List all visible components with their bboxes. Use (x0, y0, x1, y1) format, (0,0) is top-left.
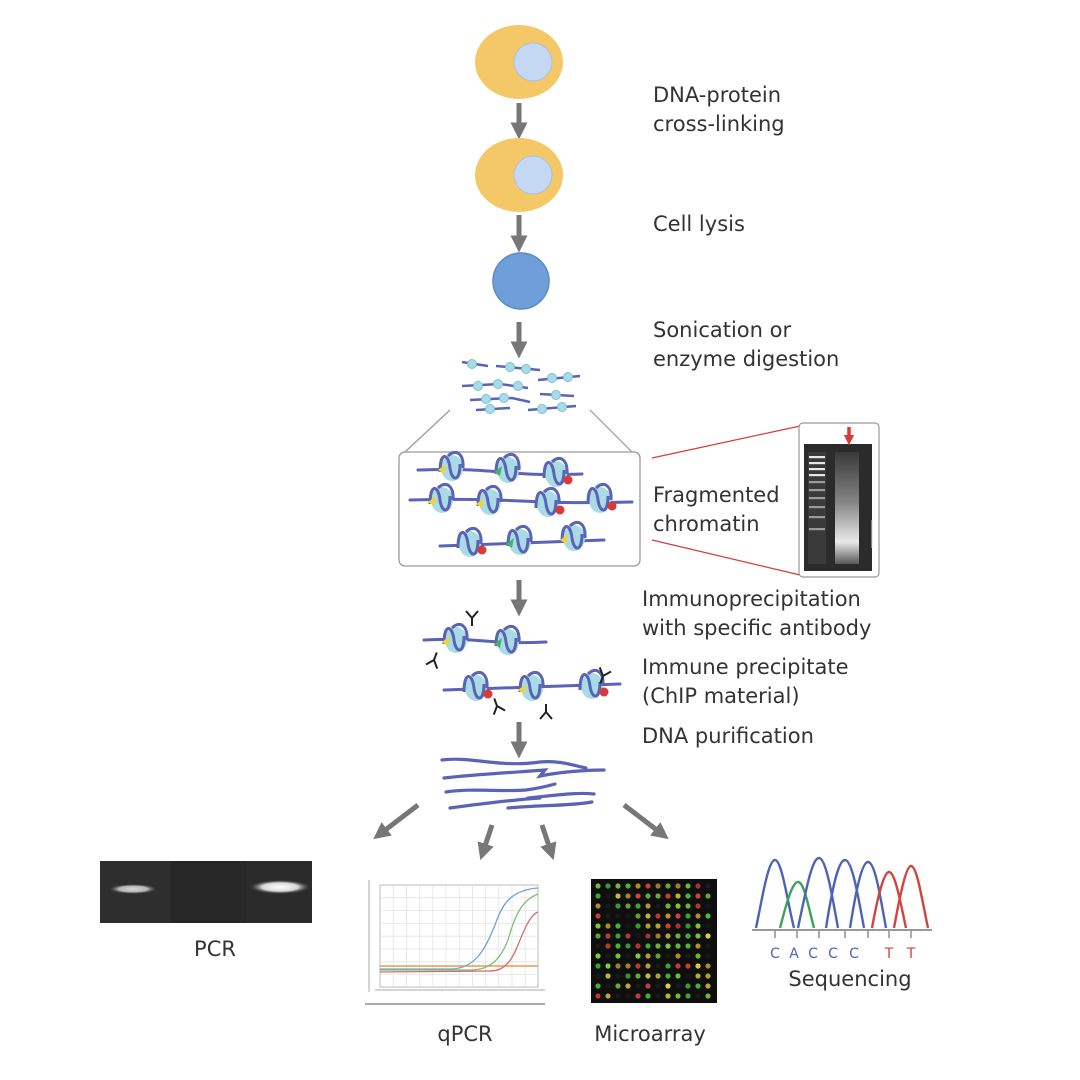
gel-pointer-line-bottom (651, 539, 801, 576)
antibody-icon (425, 652, 439, 669)
sequence-base: T (884, 946, 894, 962)
caption-qpcr: qPCR (437, 1022, 493, 1046)
antibody-icon (598, 667, 612, 684)
antibody-icon (465, 610, 479, 626)
nucleosome-icon (518, 671, 545, 701)
sequence-base: C (828, 946, 838, 962)
nucleosome-icon (506, 525, 533, 555)
pcr-gel-image (100, 861, 312, 923)
chromatin-nucleosomes (408, 451, 634, 557)
step-label-purification: DNA purification (642, 722, 814, 751)
zoom-line-right (589, 409, 633, 453)
nucleosome-icon (534, 487, 565, 517)
intact-cell-icon (475, 25, 563, 99)
arrow-to-qpcr (477, 824, 495, 861)
step-label-line: enzyme digestion (653, 347, 840, 371)
step-label-line: (ChIP material) (642, 684, 800, 708)
nucleosome-icon (586, 483, 617, 513)
arrow-to-pcr (373, 803, 420, 840)
step-label-line: Sonication or (653, 318, 792, 342)
sequence-base: T (906, 946, 916, 962)
caption-pcr: PCR (194, 937, 236, 961)
step-label-line: Fragmented (653, 483, 780, 507)
zoom-line-left (404, 409, 451, 453)
nucleosome-icon (476, 485, 503, 515)
qpcr-amplification-plot (365, 880, 545, 1005)
step-label-immune-precipitate: Immune precipitate (ChIP material) (642, 653, 849, 711)
step-label-crosslinking: DNA-protein cross-linking (653, 81, 785, 139)
agarose-gel-image (798, 422, 880, 578)
step-label-line: chromatin (653, 512, 760, 536)
sequence-base: C (770, 946, 780, 962)
nucleosome-icon (578, 669, 609, 699)
crosslinked-cell-icon (475, 138, 563, 212)
step-label-line: Immunoprecipitation (642, 587, 861, 611)
nucleosome-icon (442, 623, 469, 653)
sequence-base: C (808, 946, 818, 962)
sequence-base: C (849, 946, 859, 962)
caption-sequencing: Sequencing (788, 967, 912, 991)
sequence-base: A (789, 946, 799, 962)
chromatin-fragments-icon (461, 359, 581, 414)
nucleosome-icon (456, 527, 487, 557)
nucleosome-icon (560, 521, 587, 551)
step-label-sonication: Sonication or enzyme digestion (653, 316, 839, 374)
nucleosome-icon (542, 457, 573, 487)
step-label-immunoprecipitation: Immunoprecipitation with specific antibo… (642, 585, 871, 643)
nucleosome-icon (438, 451, 465, 481)
step-label-line: with specific antibody (642, 616, 872, 640)
step-label-line: DNA-protein (653, 83, 782, 107)
step-label-lysis: Cell lysis (653, 210, 745, 239)
caption-microarray: Microarray (594, 1022, 706, 1046)
step-label-line: Cell lysis (653, 212, 745, 236)
immunoprecipitated-chromatin (422, 610, 622, 720)
microarray-image (591, 879, 717, 1003)
step-label-line: cross-linking (653, 112, 785, 136)
gel-ladder (809, 456, 825, 531)
nucleosome-icon (494, 625, 521, 655)
nucleosome-icon (462, 671, 493, 701)
purified-dna-strands (440, 757, 606, 810)
nucleosome-icon (428, 483, 455, 513)
step-label-fragmented: Fragmented chromatin (653, 481, 780, 539)
antibody-icon (539, 704, 553, 720)
nucleus-icon (492, 252, 550, 310)
step-label-line: Immune precipitate (642, 655, 849, 679)
arrow-to-microarray (539, 824, 557, 861)
antibody-icon (492, 698, 506, 715)
arrow-to-sequencing (622, 803, 669, 840)
nucleosome-icon (494, 453, 521, 483)
sequencing-chromatogram (752, 856, 932, 938)
step-label-line: DNA purification (642, 724, 814, 748)
gel-pointer-line-top (651, 425, 801, 459)
